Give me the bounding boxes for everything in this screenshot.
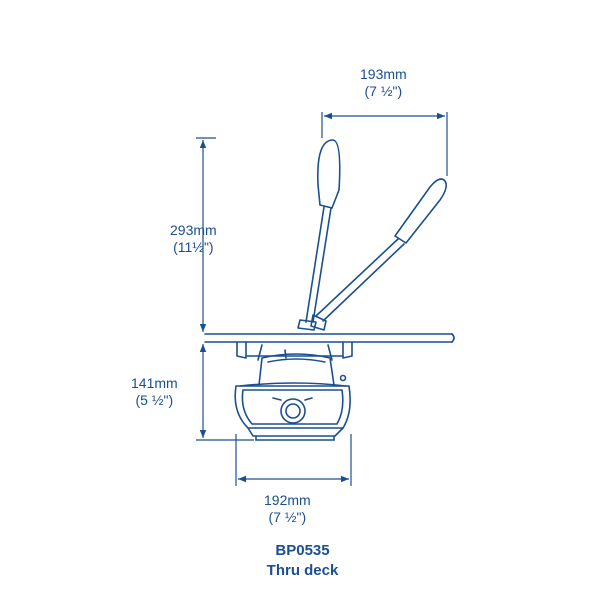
- dimension-label-body-height: 141mm (5 ½"): [131, 375, 178, 409]
- deck-plate: [204, 333, 455, 343]
- dimension-label-body-width: 192mm (7 ½"): [264, 492, 311, 526]
- dimension-label-handle-width: 193mm (7 ½"): [360, 66, 407, 100]
- handle-height-metric: 293mm: [170, 222, 217, 238]
- handle-height-imperial: (11½"): [173, 239, 214, 255]
- pump-top-flange: [236, 341, 353, 361]
- body-height-imperial: (5 ½"): [135, 392, 174, 408]
- handle-width-metric: 193mm: [360, 66, 407, 82]
- pump-handle-tilted: [310, 178, 447, 331]
- dimension-label-handle-height: 293mm (11½"): [170, 222, 217, 256]
- pump-body: [234, 374, 351, 441]
- body-width-metric: 192mm: [264, 492, 311, 508]
- pump-handle-upright: [297, 139, 341, 331]
- pump-dome: [258, 349, 335, 386]
- dimension-line-handle-width: [321, 112, 448, 176]
- dimension-line-body-width: [235, 434, 352, 486]
- handle-width-imperial: (7 ½"): [364, 83, 403, 99]
- body-width-imperial: (7 ½"): [268, 509, 307, 525]
- model-number: BP0535: [275, 542, 330, 559]
- dimension-line-body-height: [196, 344, 254, 441]
- dimension-line-handle-height: [196, 137, 216, 332]
- mount-type: Thru deck: [266, 562, 339, 579]
- pump-port: [272, 397, 313, 424]
- body-height-metric: 141mm: [131, 375, 178, 391]
